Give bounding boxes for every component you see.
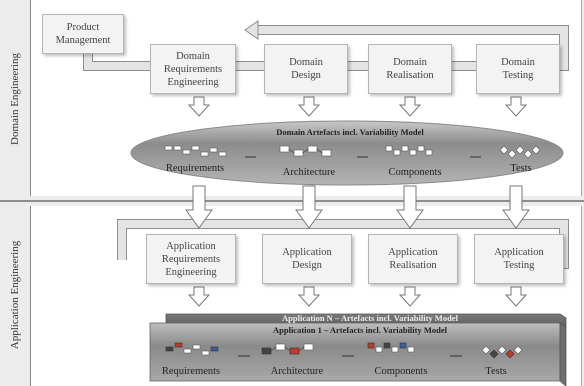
product-management-box: Product Management: [42, 14, 124, 54]
product-management-label: Product Management: [55, 22, 111, 46]
domain-requirements-glyph: [164, 145, 227, 157]
domain-components-label: Components: [388, 167, 442, 178]
application-tests-glyph: [481, 345, 523, 359]
application-architecture-label: Architecture: [270, 366, 324, 377]
application-testing-label: Application Testing: [494, 247, 544, 271]
domain-artefacts-title: Domain Artefacts incl. Variability Model: [276, 127, 424, 137]
application-realisation-label: Application Realisation: [388, 247, 438, 271]
domain-components-glyph: [385, 145, 433, 156]
domain-architecture-glyph: [279, 145, 332, 157]
application-requirements-glyph: [165, 342, 219, 356]
domain-feedback-loop-arrow: [83, 20, 569, 71]
domain-requirements-engineering-label: Domain Requirements Engineering: [163, 50, 223, 88]
domain-to-application-arrows: [185, 185, 530, 229]
domain-realisation-label: Domain Realisation: [386, 57, 434, 81]
domain-testing-box: Domain Testing: [476, 44, 560, 94]
application-realisation-box: Application Realisation: [368, 234, 458, 284]
application-n-artefacts-title: Application N – Artefacts incl. Variabil…: [282, 313, 458, 323]
domain-design-box: Domain Design: [264, 44, 348, 94]
domain-requirements-label: Requirements: [165, 163, 225, 174]
domain-testing-label: Domain Testing: [501, 57, 535, 81]
application-architecture-glyph: [261, 343, 314, 355]
application-design-box: Application Design: [262, 234, 352, 284]
application-step-down-arrows: [187, 286, 528, 307]
domain-tests-glyph: [499, 145, 541, 159]
application-components-glyph: [367, 342, 415, 353]
application-testing-box: Application Testing: [474, 234, 564, 284]
domain-step-down-arrows: [187, 96, 528, 117]
application-requirements-label: Requirements: [161, 366, 221, 377]
domain-artefacts-band: [130, 120, 564, 186]
domain-architecture-label: Architecture: [282, 167, 336, 178]
domain-requirements-engineering-box: Domain Requirements Engineering: [150, 44, 236, 94]
domain-tests-label: Tests: [510, 163, 532, 174]
application-requirements-engineering-label: Application Requirements Engineering: [161, 240, 221, 278]
application-1-artefacts-title: Application 1 – Artefacts incl. Variabil…: [272, 325, 447, 335]
application-tests-label: Tests: [485, 366, 507, 377]
application-design-label: Application Design: [282, 247, 332, 271]
domain-design-label: Domain Design: [289, 57, 323, 81]
application-components-label: Components: [374, 366, 428, 377]
application-requirements-engineering-box: Application Requirements Engineering: [146, 234, 236, 284]
domain-realisation-box: Domain Realisation: [368, 44, 452, 94]
